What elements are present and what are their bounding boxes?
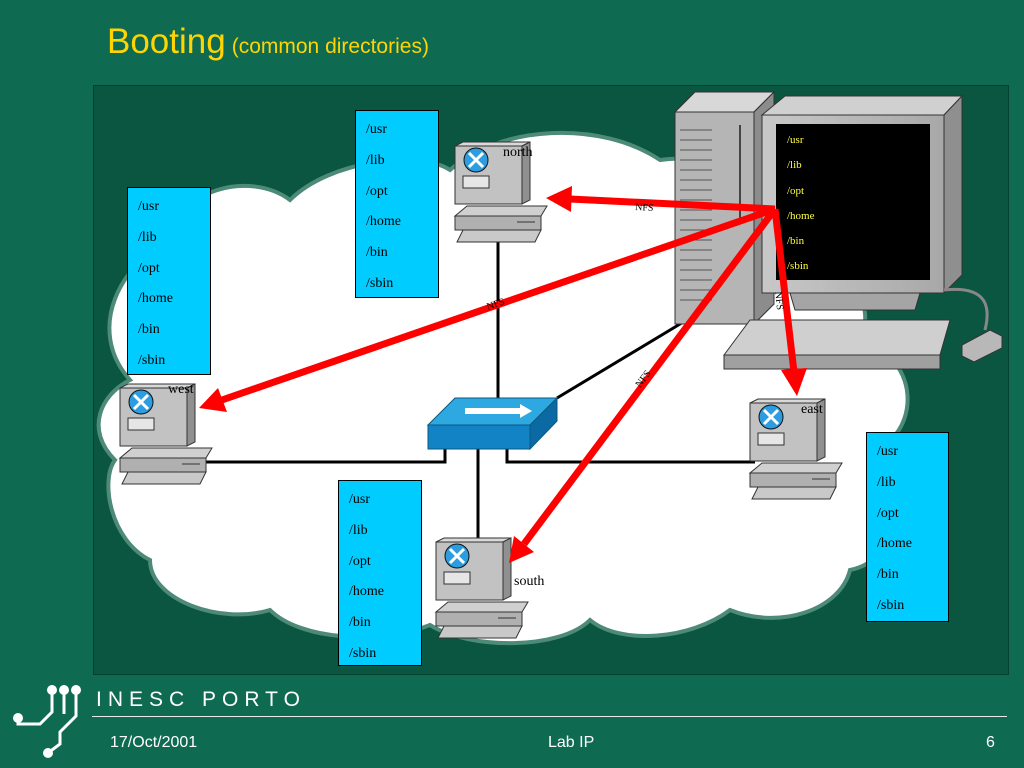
dir-home: /home bbox=[138, 291, 173, 307]
nfs-arrow-north bbox=[569, 195, 776, 213]
workstation-north bbox=[453, 141, 548, 243]
dirbox-east: /usr /lib /opt /home /bin /sbin bbox=[866, 432, 949, 622]
host-label-north: north bbox=[503, 145, 533, 160]
dir-opt: /opt bbox=[138, 260, 160, 276]
dir-lib: /lib bbox=[366, 152, 385, 168]
dir-opt: /opt bbox=[877, 505, 899, 521]
nfs-arrow-east bbox=[771, 208, 798, 373]
nfs-arrow-south bbox=[521, 206, 778, 547]
workstation-west bbox=[118, 383, 213, 485]
dir-bin: /bin bbox=[877, 567, 899, 583]
nfs-label-north: NFS bbox=[635, 202, 654, 214]
footer-center: Lab IP bbox=[548, 734, 595, 751]
server-screen-directories: /usr /lib /opt /home /bin /sbin bbox=[787, 128, 815, 280]
dir-opt: /opt bbox=[349, 553, 371, 569]
dir-sbin: /sbin bbox=[366, 275, 394, 291]
nfs-arrowhead-north bbox=[546, 186, 572, 212]
cable-server bbox=[556, 316, 691, 400]
dir-opt: /opt bbox=[787, 184, 805, 197]
inesc-logo-icon bbox=[13, 685, 81, 758]
workstation-south bbox=[434, 537, 529, 639]
dir-bin: /bin bbox=[787, 235, 805, 248]
footer-divider bbox=[92, 716, 1007, 717]
dir-home: /home bbox=[877, 536, 912, 552]
host-label-west: west bbox=[168, 382, 194, 397]
dir-bin: /bin bbox=[349, 615, 371, 631]
dir-home: /home bbox=[366, 214, 401, 230]
dir-lib: /lib bbox=[138, 229, 157, 245]
dir-sbin: /sbin bbox=[877, 597, 905, 613]
logo-wordmark: INESC PORTO bbox=[96, 688, 306, 711]
title-main: Booting bbox=[107, 22, 226, 61]
dir-bin: /bin bbox=[366, 245, 388, 261]
dir-bin: /bin bbox=[138, 322, 160, 338]
nfs-arrow-west bbox=[220, 205, 777, 404]
dir-home: /home bbox=[349, 584, 384, 600]
footer-page-number: 6 bbox=[986, 734, 995, 751]
workstation-east bbox=[748, 398, 843, 500]
dir-lib: /lib bbox=[349, 522, 368, 538]
host-label-south: south bbox=[514, 574, 545, 589]
dir-usr: /usr bbox=[787, 134, 804, 146]
dirbox-south: /usr /lib /opt /home /bin /sbin bbox=[338, 480, 422, 666]
dir-lib: /lib bbox=[877, 474, 896, 490]
slide-title: Booting(common directories) bbox=[107, 22, 429, 62]
dir-opt: /opt bbox=[366, 183, 388, 199]
dir-usr: /usr bbox=[349, 492, 370, 507]
nfs-arrowhead-west bbox=[199, 388, 227, 412]
host-label-east: east bbox=[801, 402, 823, 417]
dirbox-west: /usr /lib /opt /home /bin /sbin bbox=[127, 187, 211, 375]
dir-usr: /usr bbox=[366, 122, 387, 137]
dir-lib: /lib bbox=[787, 159, 802, 172]
footer-date: 17/Oct/2001 bbox=[110, 734, 198, 751]
title-subtitle: (common directories) bbox=[231, 35, 429, 58]
dir-sbin: /sbin bbox=[138, 352, 166, 368]
nfs-arrowhead-east bbox=[781, 368, 807, 396]
dir-usr: /usr bbox=[138, 199, 159, 214]
nfs-label-east: NFS bbox=[772, 291, 785, 311]
dir-sbin: /sbin bbox=[349, 645, 377, 661]
network-switch bbox=[426, 396, 559, 451]
dir-home: /home bbox=[787, 209, 815, 222]
dirbox-north: /usr /lib /opt /home /bin /sbin bbox=[355, 110, 439, 298]
dir-usr: /usr bbox=[877, 444, 898, 459]
nfs-arrowhead-south bbox=[509, 536, 534, 563]
dir-sbin: /sbin bbox=[787, 260, 809, 273]
